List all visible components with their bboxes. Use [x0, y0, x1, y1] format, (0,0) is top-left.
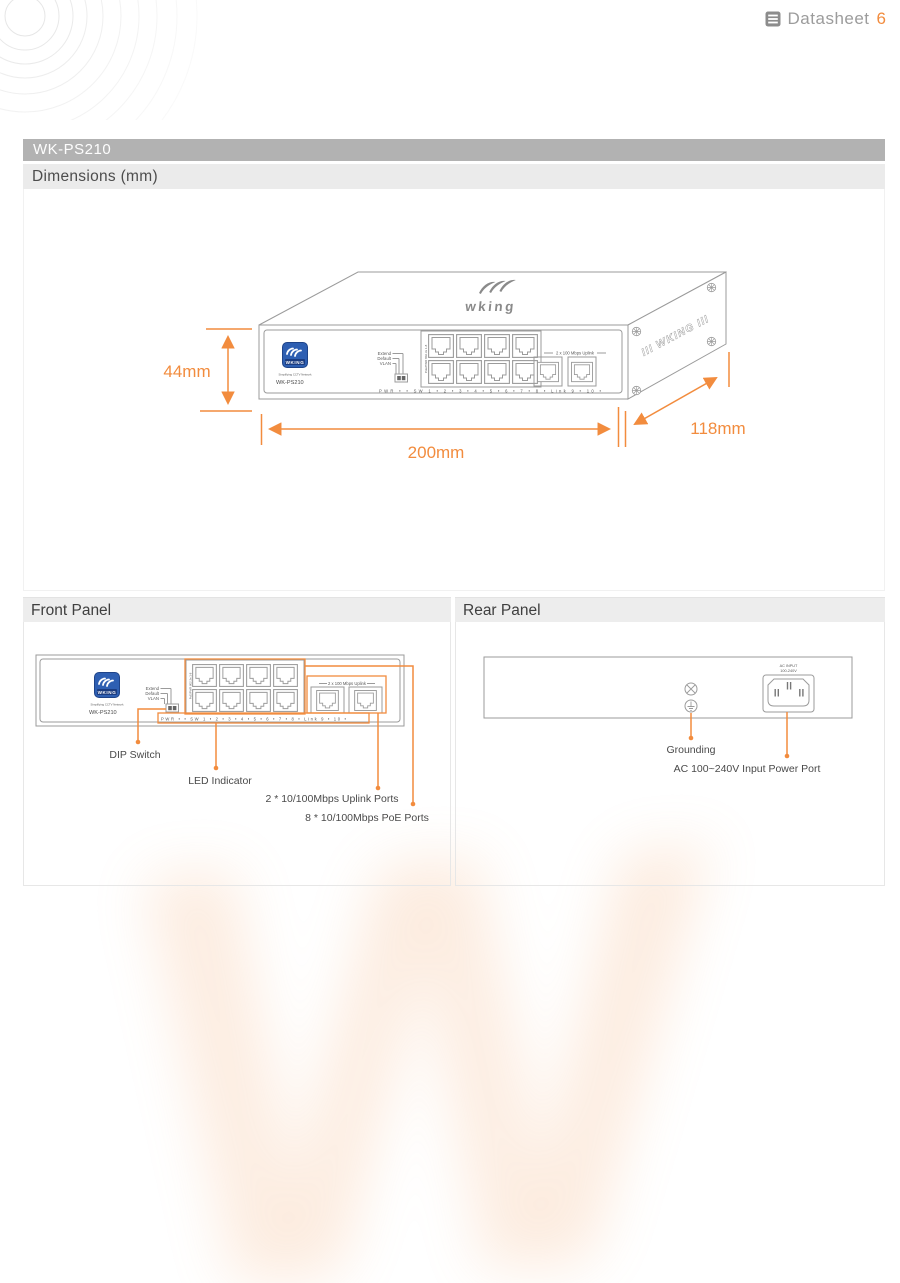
ac-inlet-pins — [774, 682, 804, 697]
uplink-port-group: 2 x 100 Mbps Uplink — [533, 351, 606, 387]
logo-tagline: Simplifying CCTV Network — [279, 373, 313, 377]
rear-callouts: Grounding AC 100~240V Input Power Port — [666, 712, 820, 775]
uplink-group-label: 2 x 100 Mbps Uplink — [556, 351, 595, 356]
ac-power-inlet: AC INPUT 100-240V — [762, 664, 815, 713]
led-callout-box — [157, 712, 370, 724]
rear-panel-diagram: AC INPUT 100-240V Grounding AC 100~240V … — [483, 656, 853, 775]
page-number: 6 — [876, 9, 886, 28]
front-logo-2 — [94, 672, 120, 698]
callout-uplink-ports: 2 * 10/100Mbps Uplink Ports — [265, 793, 398, 805]
top-face-brand-text: wking — [464, 299, 517, 314]
port-group-side-text-2: PoE/PWR 802.3x 1-8 — [189, 672, 193, 699]
poe-callout-box — [184, 658, 306, 715]
callout-led-indicator: LED Indicator — [188, 775, 252, 787]
grounding-symbol — [684, 699, 698, 713]
front-callouts: DIP Switch LED Indicator 2 * 10/100Mbps … — [109, 665, 429, 824]
front-model-text-2: WK-PS210 — [89, 710, 117, 716]
dip-switch-2 — [165, 703, 179, 713]
front-panel-section: Simplifying CCTV Network WK-PS210 Extend… — [23, 622, 451, 886]
decorative-arcs — [0, 0, 198, 120]
rear-panel-section: AC INPUT 100-240V Grounding AC 100~240V … — [455, 622, 885, 886]
svg-text:VLAN: VLAN — [148, 696, 159, 701]
dip-switch — [394, 373, 408, 383]
depth-dimension-label: 118mm — [690, 419, 745, 438]
callout-grounding: Grounding — [666, 744, 715, 756]
ac-voltage-text: 100-240V — [780, 669, 797, 673]
front-logo — [282, 342, 308, 368]
dimensions-drawing: WKING wking III WKING III — [163, 271, 746, 462]
callout-poe-ports: 8 * 10/100Mbps PoE Ports — [305, 812, 429, 824]
svg-text:VLAN: VLAN — [380, 361, 391, 366]
poe-port-group: PoE/PWR 802.3x 1-8 — [420, 330, 542, 388]
uplink-group-label-2: 2 x 100 Mbps Uplink — [328, 681, 367, 686]
dip-labels: Extend Default VLAN — [377, 351, 391, 366]
dimensions-section-header: Dimensions (mm) — [23, 164, 885, 189]
led-legend-row-2: PWR • • SW 1 • 2 • 3 • 4 • 5 • 6 • 7 • 8… — [161, 717, 347, 722]
svg-text:Extend: Extend — [146, 686, 160, 691]
rear-screw — [684, 682, 698, 696]
callout-power-port: AC 100~240V Input Power Port — [674, 763, 821, 775]
svg-text:Default: Default — [145, 691, 159, 696]
document-lines-icon — [765, 11, 781, 27]
svg-text:Extend: Extend — [378, 351, 392, 356]
ac-input-text: AC INPUT — [780, 664, 798, 668]
top-face-brand-logo: wking — [464, 279, 517, 314]
port-group-side-text: PoE/PWR 802.3x 1-8 — [424, 344, 428, 373]
rear-panel-section-header: Rear Panel — [455, 597, 885, 622]
led-legend-row: PWR • • SW 1 • 2 • 3 • 4 • 5 • 6 • 7 • 8… — [379, 389, 602, 394]
rear-view-body: AC INPUT 100-240V — [483, 656, 853, 719]
dip-labels-2: Extend Default VLAN — [145, 686, 159, 701]
switch-3d-drawing: wking III WKING III Simplifying CCTV Net… — [258, 271, 727, 400]
document-header: Datasheet 6 — [765, 9, 886, 29]
logo-tagline-2: Simplifying CCTV Network — [91, 703, 125, 707]
front-panel-section-header: Front Panel — [23, 597, 451, 622]
width-dimension-label: 200mm — [408, 443, 465, 462]
height-dimension-label: 44mm — [163, 362, 210, 381]
document-title: Datasheet — [787, 9, 870, 28]
front-model-text: WK-PS210 — [276, 380, 304, 386]
svg-text:Default: Default — [377, 356, 391, 361]
model-title-bar: WK-PS210 — [23, 139, 885, 161]
callout-dip-switch: DIP Switch — [109, 749, 160, 761]
front-panel-diagram: Simplifying CCTV Network WK-PS210 Extend… — [35, 654, 429, 824]
dimension-annotations: 44mm 200mm 118mm — [163, 328, 746, 462]
dimensions-panel: WKING wking III WKING III — [23, 189, 885, 591]
